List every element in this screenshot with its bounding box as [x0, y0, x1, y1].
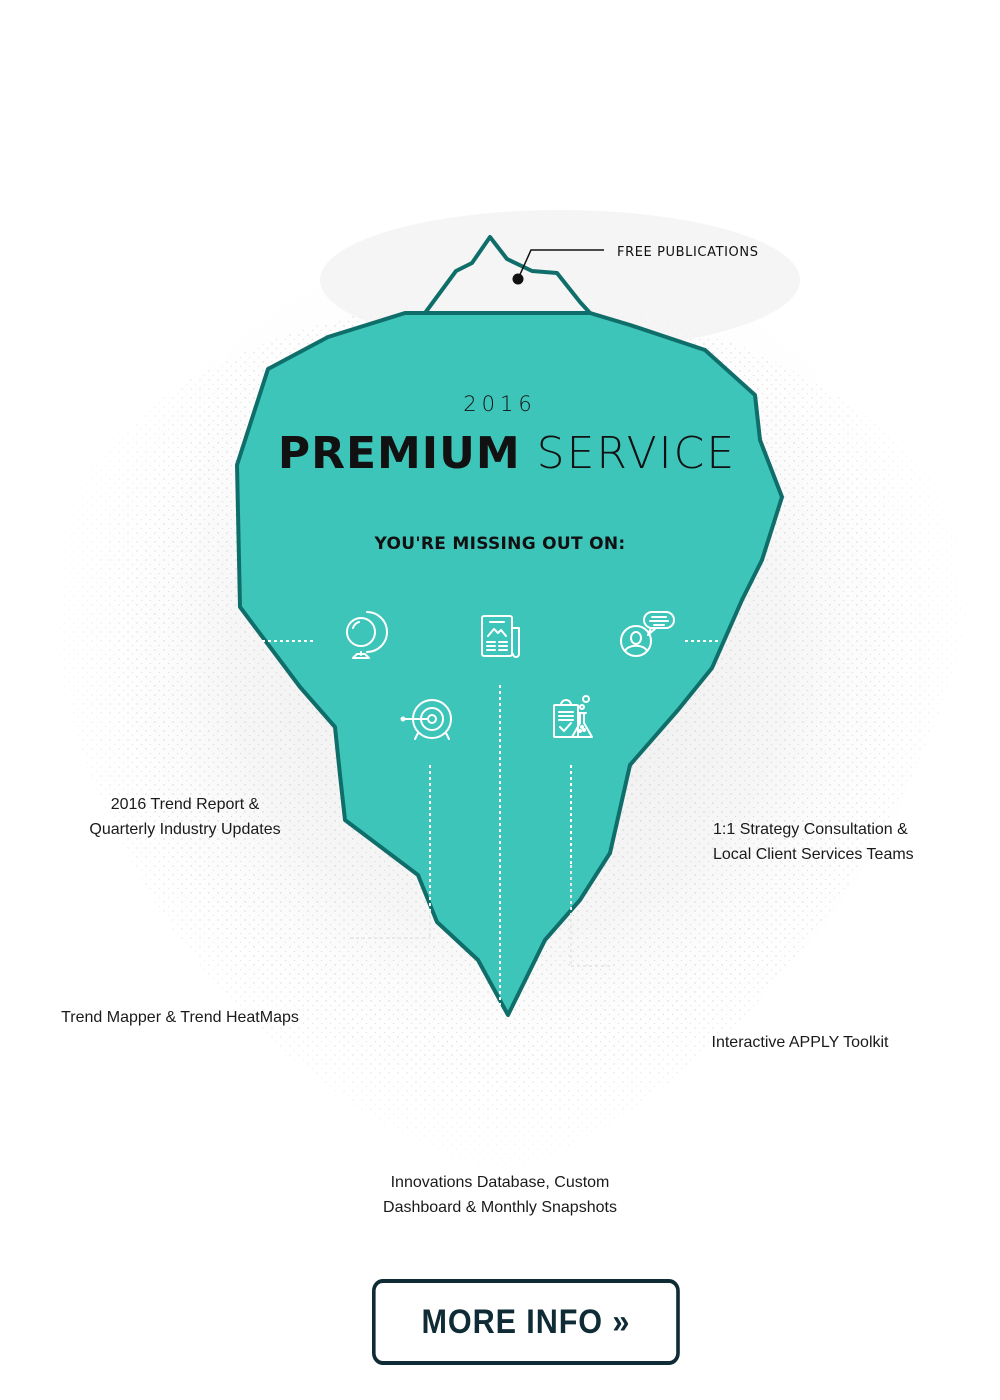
subtitle: YOU'RE MISSING OUT ON:: [374, 534, 626, 554]
feature-innovations-database: Innovations Database, Custom Dashboard &…: [350, 1170, 650, 1220]
feature-trend-report: 2016 Trend Report & Quarterly Industry U…: [60, 792, 310, 842]
title-light: SERVICE: [520, 428, 737, 479]
callout-line: [517, 249, 604, 280]
feature-line: Interactive APPLY Toolkit: [711, 1034, 889, 1051]
title-bold: PREMIUM: [277, 428, 521, 479]
iceberg-tip: [423, 235, 592, 315]
globe-icon: [346, 611, 388, 659]
feature-line: Quarterly Industry Updates: [89, 821, 281, 838]
target-icon: [400, 699, 452, 740]
feature-trend-mapper: Trend Mapper & Trend HeatMaps: [40, 1005, 320, 1030]
feature-line: 2016 Trend Report &: [110, 796, 260, 813]
newspaper-icon: [481, 615, 520, 658]
consultation-icon: [620, 611, 675, 657]
feature-consultation: 1:1 Strategy Consultation & Local Client…: [690, 817, 955, 867]
feature-line: Innovations Database, Custom: [390, 1174, 610, 1191]
feature-line: Dashboard & Monthly Snapshots: [383, 1199, 617, 1216]
feature-line: Local Client Services Teams: [713, 846, 914, 863]
page-title: PREMIUM SERVICE: [0, 428, 1000, 479]
connectors: [262, 640, 720, 1005]
free-publications-label: FREE PUBLICATIONS: [617, 245, 759, 260]
toolkit-lab-icon: [553, 695, 593, 738]
iceberg-body: [235, 311, 784, 1017]
feature-line: 1:1 Strategy Consultation &: [713, 821, 908, 838]
feature-line: Trend Mapper & Trend HeatMaps: [61, 1009, 299, 1026]
more-info-button[interactable]: MORE INFO »: [372, 1279, 680, 1365]
feature-apply-toolkit: Interactive APPLY Toolkit: [690, 1030, 910, 1055]
year-label: 2016: [463, 392, 537, 416]
